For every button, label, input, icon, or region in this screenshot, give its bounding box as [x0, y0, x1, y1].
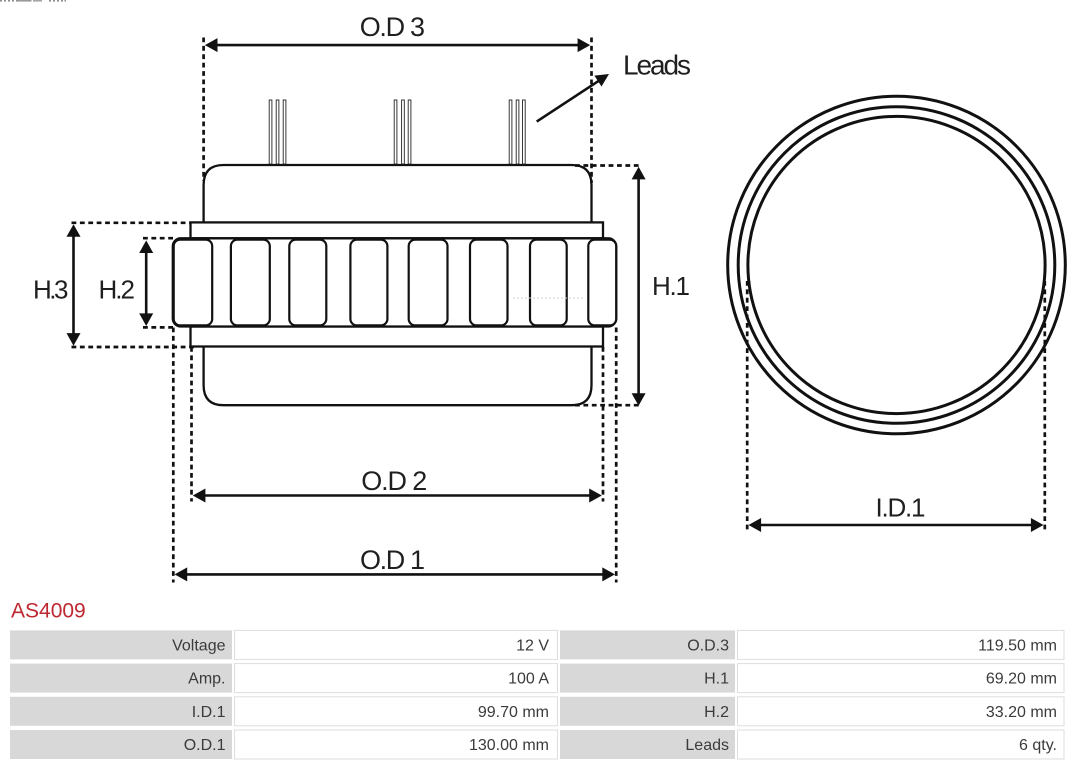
svg-text:O.D.1: O.D.1 [184, 737, 226, 754]
svg-text:Leads: Leads [685, 737, 729, 754]
svg-text:Voltage: Voltage [172, 638, 225, 655]
svg-text:33.20 mm: 33.20 mm [986, 704, 1057, 721]
svg-text:H.1: H.1 [652, 271, 690, 301]
svg-text:O.D.3: O.D.3 [687, 638, 729, 655]
svg-text:99.70 mm: 99.70 mm [478, 704, 549, 721]
svg-text:H.2: H.2 [99, 275, 136, 305]
svg-text:O.D 1: O.D 1 [360, 545, 425, 575]
svg-text:O.D 2: O.D 2 [361, 466, 427, 496]
svg-text:H.3: H.3 [33, 275, 69, 305]
svg-text:Leads: Leads [623, 49, 691, 80]
svg-text:H.1: H.1 [704, 671, 729, 688]
svg-text:130.00 mm: 130.00 mm [469, 737, 549, 754]
svg-text:H.2: H.2 [704, 704, 729, 721]
svg-text:69.20 mm: 69.20 mm [986, 671, 1057, 688]
svg-text:AS4009: AS4009 [11, 600, 86, 623]
svg-text:Amp.: Amp. [188, 671, 225, 688]
svg-text:119.50 mm: 119.50 mm [978, 638, 1057, 655]
svg-text:I.D.1: I.D.1 [876, 493, 926, 523]
svg-text:100 A: 100 A [508, 671, 549, 688]
svg-text:I.D.1: I.D.1 [192, 704, 226, 721]
svg-text:6 qty.: 6 qty. [1019, 737, 1057, 754]
svg-text:12 V: 12 V [516, 638, 549, 655]
svg-text:O.D 3: O.D 3 [360, 12, 425, 42]
